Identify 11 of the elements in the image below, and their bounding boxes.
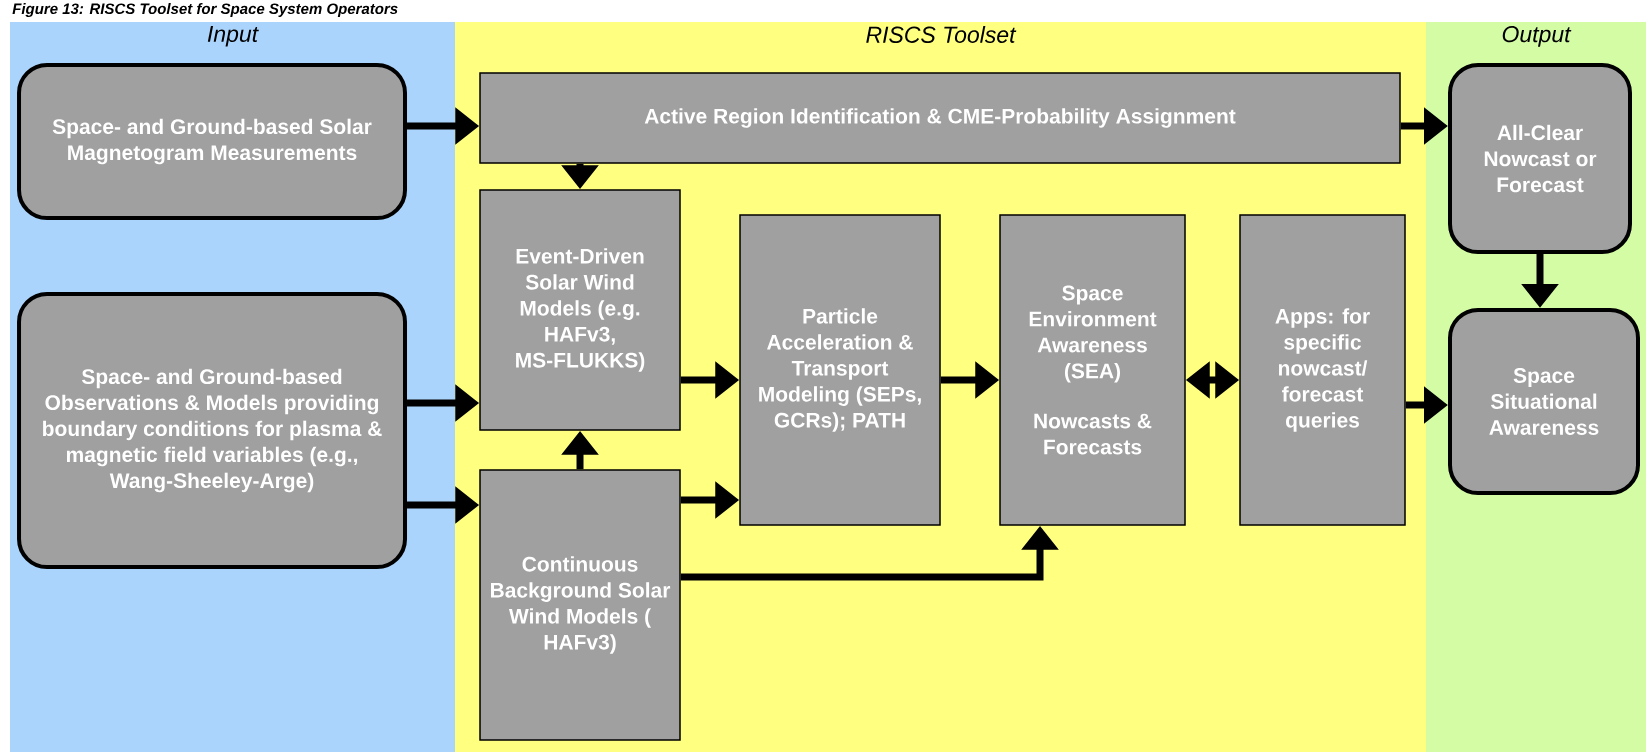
process-box: Particle Acceleration & Transport Modeling (SEPs, GCRs); PATH	[739, 214, 941, 526]
rounded-box: Space- and Ground-based Solar Magnetogram Measurements	[17, 63, 407, 220]
process-box: Event-Driven Solar Wind Models (e.g. HAFv3, MS-FLUKKS)	[479, 189, 681, 431]
rounded-box: Space Situational Awareness	[1448, 308, 1640, 495]
rounded-box: Space- and Ground-based Observations & Models providing boundary conditions for plasma & magnetic field variables (e.g., Wang-Sheeley-Arge)	[17, 292, 407, 569]
rounded-box: All-Clear Nowcast or Forecast	[1448, 63, 1632, 254]
process-box: Continuous Background Solar Wind Models ( HAFv3)	[479, 469, 681, 741]
figure-title: Figure 13: RISCS Toolset for Space System Operators	[12, 3, 398, 17]
process-box: Space Environment Awareness (SEA) Nowcasts & Forecasts	[999, 214, 1186, 526]
process-box: Active Region Identification & CME-Probability Assignment	[479, 72, 1401, 164]
process-box: Apps: for specific nowcast/ forecast queries	[1239, 214, 1406, 526]
